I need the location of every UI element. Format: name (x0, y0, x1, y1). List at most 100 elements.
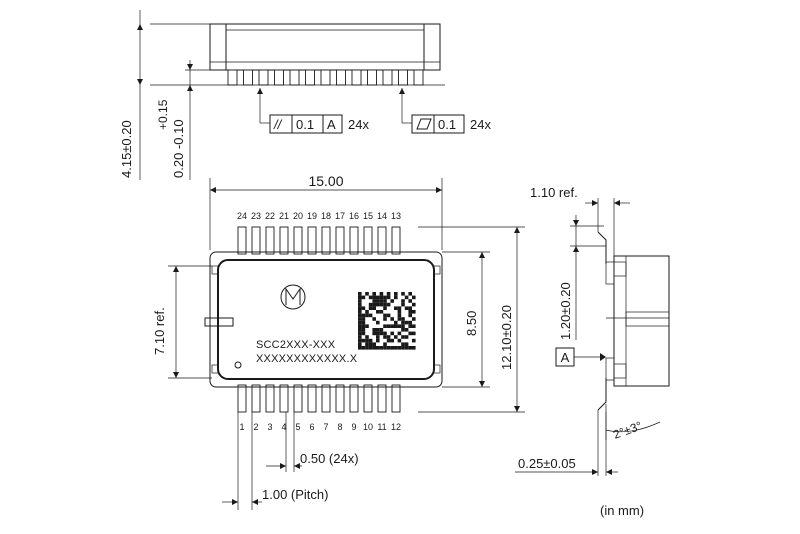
bottom-pin-number: 2 (253, 422, 258, 432)
bottom-pin-number: 5 (295, 422, 300, 432)
parallelism-tolerance: 0.1 (296, 117, 314, 132)
top-pin-number: 18 (321, 211, 331, 221)
bottom-pin (391, 384, 401, 413)
top-view: 4.15±0.20 +0.15 0.20 -0.10 // 0.1 A 24x … (119, 10, 491, 180)
top-view-left-cap (209, 23, 227, 71)
parallelism-count: 24x (348, 117, 369, 132)
bottom-pin-number: 7 (323, 422, 328, 432)
package-body (209, 251, 443, 388)
corner-tab-tr (433, 265, 441, 275)
flatness-tolerance: 0.1 (438, 117, 456, 132)
corner-tab-bl (211, 364, 219, 374)
lead-offset-dim-label: 1.20±0.20 (558, 282, 573, 340)
top-view-lead (351, 69, 362, 86)
flatness-count: 24x (470, 117, 491, 132)
marking-line1: SCC2XXX-XXX (256, 339, 336, 351)
top-view-lead (243, 69, 253, 86)
bottom-pin-number: 10 (363, 422, 373, 432)
top-pin-number: 15 (363, 211, 373, 221)
flatness-icon (416, 118, 432, 130)
top-pin-number: 21 (279, 211, 289, 221)
inner-height-dim-label: 8.50 (464, 311, 479, 336)
top-pin (237, 226, 247, 255)
side-view-body (613, 255, 670, 387)
top-view-lead (382, 69, 393, 86)
bottom-pin-number: 3 (267, 422, 272, 432)
package-lid (217, 259, 435, 380)
side-view-bottom-lead (597, 378, 607, 411)
lead-width-dim-label: 0.50 (24x) (300, 451, 359, 466)
top-view-lead (227, 69, 238, 86)
top-view-right-cap (423, 23, 441, 71)
top-pin (293, 226, 303, 255)
width-dim-label: 15.00 (308, 173, 343, 189)
bottom-pin (279, 384, 289, 413)
top-pin (265, 226, 275, 255)
top-pin-number: 20 (293, 211, 303, 221)
standoff-dim-lower: 0.20 -0.10 (171, 119, 186, 178)
overall-height-dim-label: 12.10±0.20 (499, 305, 514, 370)
bottom-pin (293, 384, 303, 413)
top-pin (363, 226, 373, 255)
top-view-lead (320, 69, 331, 86)
corner-tab-br (433, 364, 441, 374)
bottom-pin-number: 6 (309, 422, 314, 432)
corner-tab-tl (211, 265, 219, 275)
top-pin (335, 226, 345, 255)
top-pin (251, 226, 261, 255)
bottom-pin (237, 384, 247, 413)
side-slot (204, 317, 234, 327)
bottom-pin (251, 384, 261, 413)
top-view-leads (227, 69, 424, 86)
pin1-marker (234, 361, 242, 369)
flatness-fcf: 0.1 24x (411, 114, 491, 134)
top-pin (349, 226, 359, 255)
bottom-pin (321, 384, 331, 413)
lead-length-dim-label: 1.10 ref. (530, 185, 578, 200)
bottom-pin (377, 384, 387, 413)
top-pin-number: 17 (335, 211, 345, 221)
side-view-top-lead (597, 231, 607, 264)
bottom-pin (307, 384, 317, 413)
bottom-pin-number: 12 (391, 422, 401, 432)
height-dim-label: 4.15±0.20 (119, 120, 134, 178)
angle-dim-label: 2°±3° (611, 418, 644, 441)
bottom-pin (349, 384, 359, 413)
datum-a-label: A (561, 350, 570, 365)
top-view-lead (274, 69, 284, 86)
top-pin-number: 16 (349, 211, 359, 221)
datamatrix-code (358, 292, 416, 350)
top-pin (307, 226, 317, 255)
pitch-dim-label: 1.00 (Pitch) (262, 487, 328, 502)
top-pin-number: 22 (265, 211, 275, 221)
top-view-lead (305, 69, 315, 86)
units-note: (in mm) (600, 503, 644, 518)
parallelism-datum: A (327, 117, 336, 132)
top-pin (377, 226, 387, 255)
top-pin (391, 226, 401, 255)
bottom-pin (265, 384, 275, 413)
top-view-lead (289, 69, 300, 86)
top-pin-number: 19 (307, 211, 317, 221)
parallelism-symbol: // (273, 117, 283, 132)
bottom-pin-row (237, 384, 401, 413)
marking-line2: XXXXXXXXXXXX.X (256, 353, 358, 365)
standoff-dim-upper: +0.15 (156, 99, 170, 130)
top-view-body (209, 23, 441, 71)
bottom-pin-number: 11 (377, 422, 386, 432)
top-pin-number: 24 (237, 211, 247, 221)
body-height-dim-label: 7.10 ref. (152, 307, 167, 355)
top-pin-number: 23 (251, 211, 261, 221)
parallelism-fcf: // 0.1 A 24x (269, 114, 369, 134)
top-view-lead (367, 69, 377, 86)
cm-logo-icon (280, 284, 306, 310)
top-view-lead (258, 69, 269, 86)
top-view-lead (398, 69, 408, 86)
top-pin-row (237, 226, 401, 255)
bottom-pin (335, 384, 345, 413)
top-view-lead (413, 69, 424, 86)
bottom-pin-number: 4 (281, 422, 286, 432)
